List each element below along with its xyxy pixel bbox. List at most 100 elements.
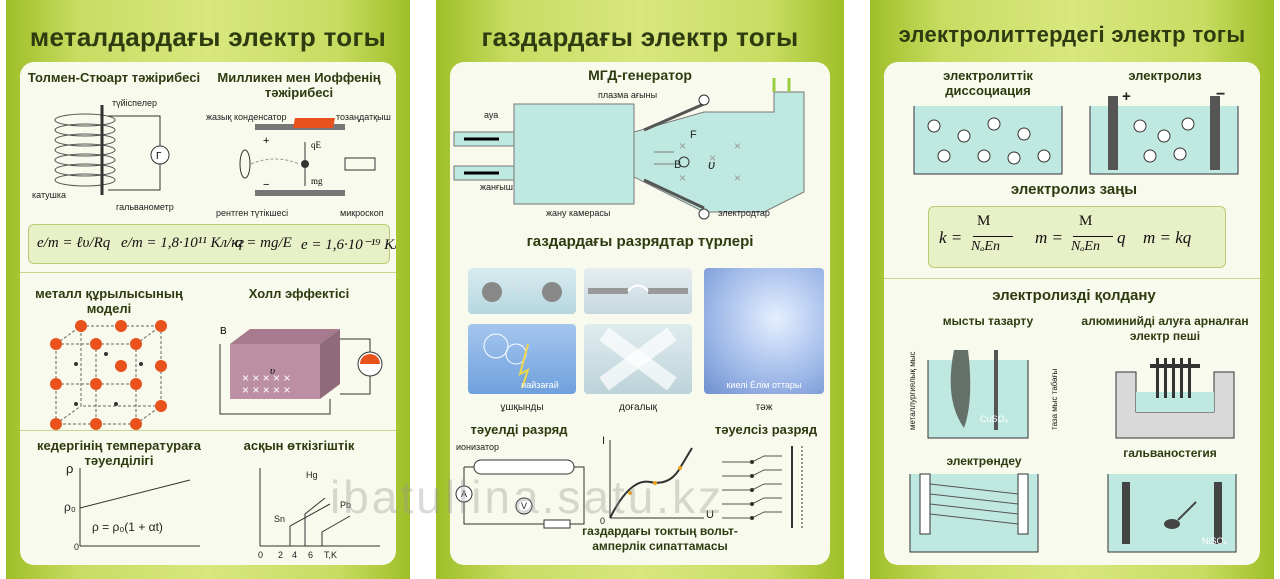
pure-copper-label: таза мыс табағы: [1050, 368, 1059, 430]
anode-plus: +: [1122, 88, 1131, 105]
metallurgical-copper-label: металлургиялық мыс: [908, 351, 917, 430]
superconductivity-graph: [259, 468, 380, 547]
divider: [20, 430, 396, 431]
aurora-image: [704, 268, 824, 394]
m-kq-formula: m = kq: [1143, 228, 1192, 247]
svg-text:Γ: Γ: [156, 151, 162, 162]
hg-label: Hg: [306, 470, 318, 480]
poster-panel: МГД-генератор плазма ағыны × × × × × ауа жан…: [450, 62, 830, 565]
tolman-diagram: Γ: [54, 105, 170, 195]
discharge-types-title: газдардағы разрядтар түрлері: [526, 233, 754, 250]
k-formula-den: NₐEn: [971, 239, 1000, 254]
hall-title: Холл эффектісі: [248, 286, 350, 301]
svg-text:−: −: [263, 179, 269, 191]
axis-i: I: [602, 435, 606, 447]
arc-caption: доғалық: [618, 402, 657, 413]
rho-formula: ρ = ρ₀(1 + αt): [92, 520, 163, 534]
superconductivity-title: асқын өткізгіштік: [243, 438, 355, 453]
law-formula-bar: k = M NₐEn m = M NₐEn q m = kq: [928, 206, 1226, 268]
tick-2: 2: [278, 550, 284, 560]
dissociation-vessel: [913, 106, 1063, 175]
m-formula-lhs: m =: [1035, 228, 1063, 247]
hall-diagram: × × × × ×× × × × × B υ: [219, 326, 383, 415]
spark-caption: ұшқынды: [500, 402, 544, 413]
svg-text:× × × × ×: × × × × ×: [242, 371, 290, 385]
ionizer-label: ионизатор: [456, 442, 499, 452]
tolman-title: Толмен-Стюарт тәжірибесі: [27, 70, 201, 85]
mgd-diagram: × × × × ×: [453, 78, 805, 220]
vac-graph: [609, 440, 704, 519]
arc-rods-image: [584, 268, 692, 314]
formula-1: e/m = ℓυ/Rq: [37, 235, 111, 251]
tick-4: 4: [292, 550, 298, 560]
poster-title: газдардағы электр тогы: [481, 22, 799, 52]
vac-origin: 0: [600, 516, 606, 526]
sn-label: Sn: [274, 514, 286, 524]
origin-label: 0: [74, 542, 80, 552]
formula-2: e/m = 1,8·10¹¹ Кл/кг: [121, 235, 245, 251]
galvanostegia-vessel: [1107, 474, 1237, 553]
plating-title: электрөндеу: [946, 454, 1022, 468]
svg-text:×: ×: [679, 171, 686, 185]
plasma-flow-label: плазма ағыны: [598, 90, 658, 100]
svg-text:B: B: [220, 326, 227, 337]
svg-text:mg: mg: [311, 176, 323, 186]
svg-text:qE: qE: [311, 140, 322, 150]
cuso4-label: CuSO₄: [980, 414, 1009, 424]
corona-caption: тәж: [755, 402, 773, 413]
axis-u: U: [706, 509, 714, 521]
electrodes-label: электродтар: [718, 208, 770, 218]
spark-balls-image: [468, 268, 576, 314]
cathode-minus: −: [1216, 86, 1226, 103]
svg-text:×: ×: [679, 139, 686, 153]
fraction-bar: [973, 236, 1013, 237]
formula-4: e = 1,6·10⁻¹⁹ Кл: [301, 237, 396, 253]
m-formula-tail: q: [1117, 228, 1126, 247]
use-title: электролизді қолдану: [992, 287, 1156, 304]
brushes-label: түйіспелер: [112, 98, 157, 108]
voltmeter-label: V: [521, 501, 528, 511]
svg-text:υ: υ: [270, 365, 275, 377]
ammeter-label: A: [461, 489, 468, 499]
svg-text:×: ×: [734, 139, 741, 153]
tick-0: 0: [258, 550, 264, 560]
svg-text:×: ×: [709, 151, 716, 165]
b-label: B: [674, 159, 682, 171]
v-label: υ: [708, 157, 716, 172]
plating-vessel: [909, 473, 1039, 553]
formula-3: q = mg/E: [235, 235, 292, 251]
svg-text:×: ×: [734, 171, 741, 185]
k-formula-num: M: [977, 213, 991, 229]
dependent-circuit: [455, 459, 585, 529]
fuel-label: жанғыш: [480, 182, 513, 192]
m-formula-den: NₐEn: [1071, 239, 1100, 254]
mgd-title: МГД-генератор: [588, 67, 692, 83]
svg-text:× × × × ×: × × × × ×: [242, 383, 290, 397]
rho-axis-label: ρ: [66, 461, 74, 476]
poster-panel: Толмен-Стюарт тәжірибесі Милликен мен Ио…: [20, 62, 396, 565]
pb-label: Pb: [340, 500, 352, 510]
coil-label: катушка: [32, 190, 67, 200]
dissociation-title: электролиттік диссоциация: [943, 68, 1033, 98]
tick-tk: T,K: [324, 550, 338, 560]
rho0-label: ρ₀: [64, 500, 76, 514]
k-formula-lhs: k =: [939, 228, 963, 247]
resistance-title: кедергінің температураға тәуелділігі: [37, 438, 201, 468]
chamber-label: жану камерасы: [546, 208, 611, 218]
formula-bar: e/m = ℓυ/Rq e/m = 1,8·10¹¹ Кл/кг q = mg/…: [28, 224, 396, 264]
metal-model-title: металл құрылысының моделі: [35, 286, 183, 316]
microscope-label: микроскоп: [340, 208, 384, 218]
m-formula-num: M: [1079, 213, 1093, 229]
divider: [20, 272, 396, 273]
f-label: F: [690, 129, 697, 141]
vac-title: газдардағы токтың вольт-амперлік сипатта…: [582, 524, 738, 553]
dust-label: тозаңдатқыш: [336, 112, 391, 122]
tick-6: 6: [308, 550, 314, 560]
air-label: ауа: [484, 110, 499, 120]
fraction-bar: [1073, 236, 1113, 237]
galvanometer-label: гальванометр: [116, 202, 174, 212]
copper-title: мысты тазарту: [942, 314, 1034, 328]
lightning-image: [468, 324, 576, 394]
poster-panel: электролиттік диссоциация электролиз + −…: [884, 62, 1260, 565]
resistance-graph: [79, 468, 200, 547]
